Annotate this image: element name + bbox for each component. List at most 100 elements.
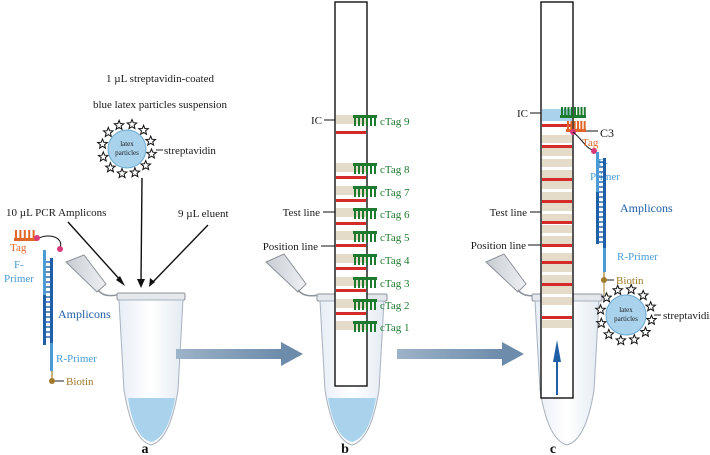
fprimer-label-a-1: F- — [14, 259, 24, 271]
position-line — [542, 244, 572, 247]
dna-construct-a: Tag F- Primer Amplicons R-Primer Biotin — [4, 230, 111, 388]
test-line-band — [336, 231, 366, 240]
process-arrow-1 — [176, 342, 303, 366]
streptavidin-star-icon — [96, 137, 109, 150]
ctag-tooth — [366, 166, 368, 174]
ctag-tooth — [358, 257, 360, 265]
tag-tooth — [32, 230, 35, 238]
test-line-band — [542, 264, 572, 272]
ctag-tooth — [370, 324, 372, 332]
ctag-tooth — [354, 118, 356, 126]
panel-c: IC Test line Position line C3 Tag F- Pri… — [471, 1, 710, 455]
ctag-tooth — [358, 166, 360, 174]
ctag-tooth — [362, 324, 364, 332]
tag-tooth — [567, 107, 570, 115]
ctag-tooth — [354, 324, 356, 332]
position-line — [336, 289, 366, 292]
strip-bands-b — [336, 115, 366, 330]
test-line-band — [542, 320, 572, 328]
ctag-probe: cTag 2 — [353, 299, 409, 312]
flow-arrow — [553, 340, 561, 395]
ctag-tooth — [366, 211, 368, 219]
tag-tooth — [573, 121, 576, 129]
ctag-tooth — [370, 189, 372, 197]
ctag-tooth — [358, 234, 360, 242]
position-line — [542, 124, 572, 127]
ctag-probe: cTag 3 — [353, 277, 410, 290]
position-line — [542, 200, 572, 203]
position-line — [336, 267, 366, 270]
ctag-label: cTag 8 — [380, 164, 410, 176]
ctag-tooth — [374, 234, 376, 242]
ctag-label: cTag 4 — [380, 255, 410, 267]
ctag-tooth — [358, 324, 360, 332]
ctag-label: cTag 2 — [380, 300, 409, 312]
ctag-tooth — [374, 257, 376, 265]
tag-tooth — [577, 107, 580, 115]
dna-rungs-a — [46, 261, 50, 338]
test-line-band — [542, 135, 572, 143]
fprimer-label-a-2: Primer — [4, 273, 34, 285]
panel-a: 1 µL streptavidin-coated blue latex part… — [4, 73, 229, 455]
ctag-label: cTag 6 — [380, 209, 410, 221]
latex-suspension-label-line1: 1 µL streptavidin-coated — [106, 73, 214, 85]
panel-letter-c: c — [550, 442, 556, 455]
ctag-backbone — [353, 163, 377, 166]
ctag-tooth — [366, 280, 368, 288]
ctag-probe: cTag 8 — [353, 163, 410, 176]
ctag-tooth — [358, 118, 360, 126]
ctag-backbone — [353, 299, 377, 302]
latex-particle-a: latex particles — [96, 118, 158, 179]
ctag-tooth — [370, 302, 372, 310]
position-line — [542, 261, 572, 264]
biotin-dot-a — [49, 378, 55, 384]
test-line-band — [542, 170, 572, 178]
test-line-band — [542, 225, 572, 233]
streptavidin-star-icon — [602, 328, 615, 340]
latex-particle-text-c-1: latex — [619, 306, 633, 314]
primer-junction-dot — [57, 246, 63, 252]
position-line — [542, 283, 572, 286]
rprimer-label-a: R-Primer — [56, 353, 97, 365]
ic-label-c: IC — [517, 108, 528, 120]
tag-tooth — [570, 107, 573, 115]
test-line-band — [336, 321, 366, 330]
tag-tooth — [570, 121, 573, 129]
tag-tooth — [561, 107, 563, 115]
ctag-tooth — [370, 118, 372, 126]
arrow-heads — [116, 276, 155, 288]
test-line-band — [542, 253, 572, 261]
ctag-tooth — [370, 257, 372, 265]
streptavidin-star-icon — [128, 166, 141, 178]
tag-tooth — [19, 230, 22, 238]
test-line-band — [542, 192, 572, 200]
ctag-tooth — [374, 118, 376, 126]
ctag-tooth — [358, 280, 360, 288]
tag-backbone — [560, 115, 586, 118]
test-line-band — [336, 115, 366, 124]
streptavidin-star-icon — [645, 313, 658, 326]
tag-tooth — [28, 230, 31, 238]
test-line-band — [542, 203, 572, 211]
ctag-tooth — [374, 166, 376, 174]
test-line-band — [336, 299, 366, 308]
ctag-tooth — [374, 280, 376, 288]
position-line — [336, 199, 366, 202]
ctag-probe: cTag 4 — [353, 254, 410, 267]
position-line — [542, 221, 572, 224]
amplicons-label-c: Amplicons — [620, 201, 673, 215]
tag-tooth — [564, 107, 567, 115]
strip-bands-c — [542, 124, 572, 328]
ctag-label: cTag 5 — [380, 232, 410, 244]
ctag-backbone — [353, 321, 377, 324]
latex-particle-text-2: particles — [115, 149, 139, 157]
position-line — [542, 145, 572, 148]
ctag-tooth — [370, 280, 372, 288]
test-line-band — [542, 286, 572, 294]
ctag-tooth — [354, 211, 356, 219]
ctag-tooth — [354, 189, 356, 197]
tag-comb-c — [566, 121, 586, 132]
tag-backbone — [14, 238, 36, 241]
test-line-band — [336, 186, 366, 195]
